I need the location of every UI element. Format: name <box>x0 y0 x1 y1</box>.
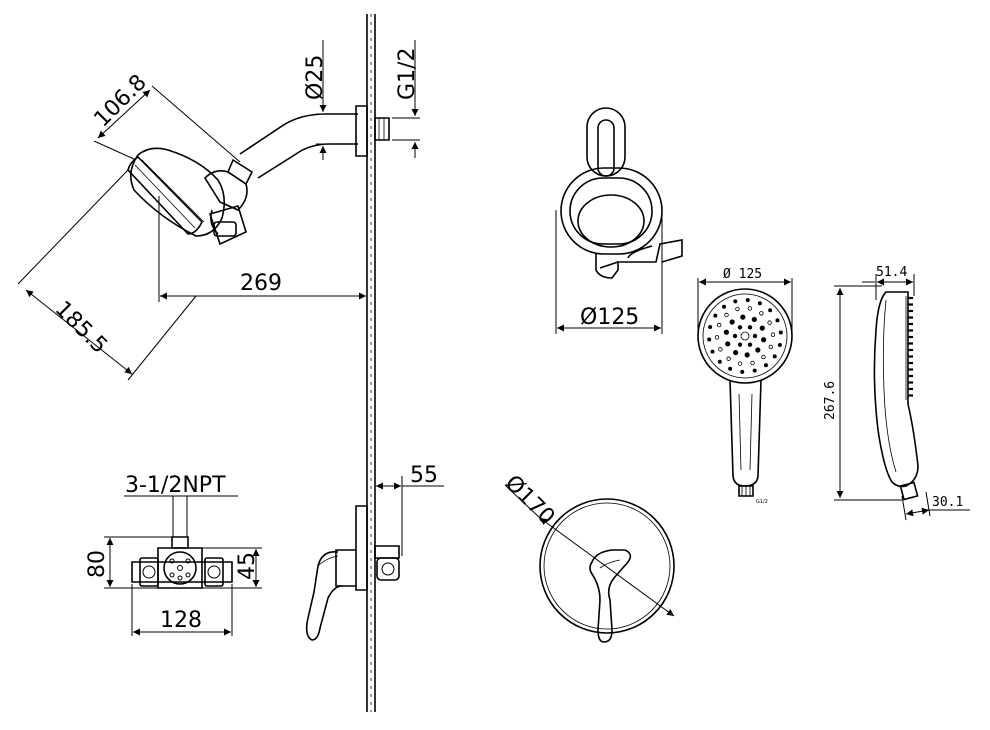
dim-showerhead-depth: 106.8 <box>90 70 240 162</box>
dim-label-diameter-25: Ø25 <box>303 55 328 100</box>
dim-valve-body: 45 <box>202 548 262 588</box>
nozzle-dot <box>769 309 772 312</box>
nozzle-dot <box>741 370 744 373</box>
nozzle-dot <box>748 343 752 347</box>
nozzle-dot <box>725 313 729 317</box>
dim-label-diameter-125-handheld: Ø 125 <box>723 267 762 282</box>
nozzle-dot <box>751 361 755 365</box>
dim-label-diameter-125: Ø125 <box>580 305 639 330</box>
nozzle-dot <box>771 333 775 337</box>
nozzle-dot <box>745 353 749 357</box>
dim-label-g1-2: G1/2 <box>395 48 420 100</box>
wall-section <box>367 14 375 712</box>
nozzle-pattern <box>708 299 783 374</box>
dim-valve-height: 80 <box>85 537 172 588</box>
nozzle-dot <box>734 300 737 303</box>
dim-handheld-depth: 51.4 <box>862 265 914 300</box>
nozzle-dot <box>768 321 772 325</box>
nozzle-dot <box>748 326 752 330</box>
dim-wall-gap: 55 <box>376 463 444 556</box>
dim-label-handheld-thread: G1/2 <box>756 499 768 505</box>
nozzle-dot <box>733 350 737 354</box>
dim-handheld-length: 267.6 <box>823 286 902 500</box>
nozzle-dot <box>760 326 764 330</box>
nozzle-dot <box>758 302 761 305</box>
nozzle-dot <box>738 326 742 330</box>
dim-arm-reach: 269 <box>159 196 366 302</box>
nozzle-dot <box>741 315 745 319</box>
dim-handheld-handle: 30.1 <box>902 492 970 520</box>
dim-label-269: 269 <box>240 271 282 296</box>
nozzle-dot <box>738 343 742 347</box>
nozzle-dot <box>778 343 781 346</box>
nozzle-dot <box>726 342 730 346</box>
nozzle-dot <box>779 331 782 334</box>
dim-handheld-face-diameter: Ø 125 <box>698 267 792 332</box>
nozzle-dot <box>741 332 749 340</box>
nozzle-dot <box>760 311 764 315</box>
nozzle-dot <box>724 330 728 334</box>
dim-head-face-diameter: Ø125 <box>556 210 662 334</box>
nozzle-dot <box>761 338 765 342</box>
nozzle-dot <box>730 320 734 324</box>
nozzle-dot <box>753 369 756 372</box>
nozzle-dot <box>715 336 719 340</box>
dim-label-30-1: 30.1 <box>932 495 963 510</box>
dim-label-267-6: 267.6 <box>823 381 838 420</box>
dim-label-51-4: 51.4 <box>876 265 907 280</box>
dim-label-45: 45 <box>235 552 260 580</box>
nozzle-dot <box>764 364 767 367</box>
nozzle-dot <box>711 350 714 353</box>
dim-label-128: 128 <box>160 608 202 633</box>
nozzle-dot <box>714 314 717 317</box>
nozzle-dot <box>729 367 732 370</box>
dim-valve-inlet: 3-1/2NPT <box>124 473 238 537</box>
nozzle-dot <box>736 307 740 311</box>
dim-valve-width: 128 <box>132 584 232 636</box>
valve-trim-side <box>307 506 399 640</box>
nozzle-dot <box>722 305 725 308</box>
dim-label-80: 80 <box>85 550 110 578</box>
shower-head-front-view <box>561 108 682 278</box>
nozzle-dot <box>717 323 721 327</box>
dim-label-3-1-2npt: 3-1/2NPT <box>125 473 226 498</box>
nozzle-dot <box>727 357 731 361</box>
nozzle-dot <box>756 348 760 352</box>
handheld-sprayer-front: G1/2 <box>698 289 792 505</box>
dim-label-106-8: 106.8 <box>90 70 152 132</box>
dim-arm-diameter: Ø25 <box>303 40 338 160</box>
rough-in-valve <box>132 537 232 588</box>
nozzle-dot <box>733 334 737 338</box>
nozzle-dot <box>719 348 723 352</box>
nozzle-dot <box>773 355 776 358</box>
dim-label-185-5: 185.5 <box>50 297 112 359</box>
nozzle-dot <box>748 307 752 311</box>
nozzle-dot <box>718 360 721 363</box>
shower-head-side-view <box>128 148 252 244</box>
trim-plate-front <box>540 499 674 642</box>
nozzle-dot <box>738 362 742 366</box>
nozzle-dot <box>709 325 712 328</box>
handheld-sprayer-side <box>874 292 918 500</box>
dim-wall-thread: G1/2 <box>392 40 420 158</box>
nozzle-dot <box>752 317 756 321</box>
nozzle-dot <box>746 299 749 302</box>
dim-label-diameter-170: Ø170 <box>500 471 560 531</box>
dim-label-55: 55 <box>410 463 438 488</box>
side-nozzle-row <box>908 298 913 396</box>
nozzle-dot <box>762 355 766 359</box>
dim-trim-plate-diameter: Ø170 <box>500 471 674 616</box>
nozzle-dot <box>776 319 779 322</box>
nozzle-dot <box>708 338 711 341</box>
nozzle-dot <box>769 345 773 349</box>
nozzle-dot <box>753 334 757 338</box>
